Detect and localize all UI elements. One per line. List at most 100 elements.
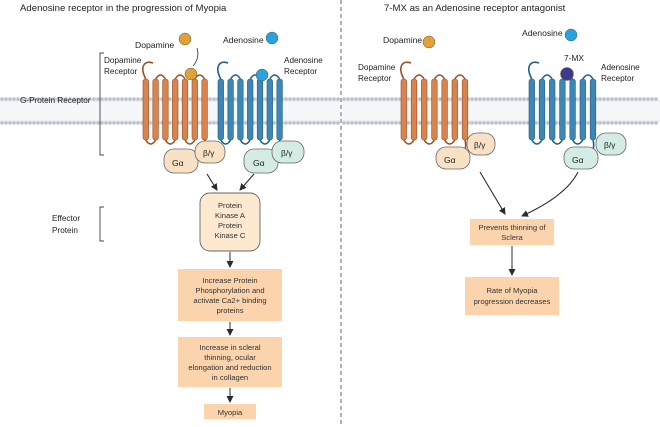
lipid-head <box>244 121 248 125</box>
lipid-head <box>104 97 108 101</box>
lipid-head <box>136 121 140 125</box>
lipid-head <box>0 97 4 101</box>
lipid-head <box>598 121 602 125</box>
right-dopamine-g-protein: Gα β/γ <box>435 132 496 170</box>
lipid-head <box>48 121 52 125</box>
lipid-head <box>522 97 526 101</box>
left-dopamine-label: Dopamine <box>135 40 174 50</box>
myopia-label: Myopia <box>218 408 243 417</box>
lipid-head <box>100 121 104 125</box>
lipid-head <box>346 97 350 101</box>
receptor-helix <box>549 78 556 141</box>
lipid-head <box>514 97 518 101</box>
lipid-head <box>518 97 522 101</box>
effector-box-line2: Kinase A <box>215 211 246 220</box>
lipid-head <box>296 97 300 101</box>
right-adenosine-receptor-label-line1: Adenosine <box>601 63 640 72</box>
receptor-extracellular-loop <box>174 74 186 80</box>
lipid-head <box>84 121 88 125</box>
lipid-head <box>28 97 32 101</box>
lipid-head <box>494 121 498 125</box>
arrow-adenosine-to-effector <box>239 173 255 191</box>
receptor-helix <box>461 78 469 141</box>
lipid-head <box>370 97 374 101</box>
left-step2-line1: Increase in scleral <box>199 343 261 352</box>
lipid-head <box>128 121 132 125</box>
lipid-head <box>418 97 422 101</box>
lipid-head <box>28 121 32 125</box>
receptor-helix <box>410 78 418 141</box>
lipid-head <box>288 121 292 125</box>
lipid-head <box>44 97 48 101</box>
receptor-intracellular-loop <box>571 139 584 145</box>
lipid-head <box>52 121 56 125</box>
lipid-head <box>88 97 92 101</box>
right-step2-box <box>465 277 559 315</box>
lipid-head <box>470 121 474 125</box>
right-dopamine-g-alpha-subunit <box>435 146 471 170</box>
receptor-n-terminus <box>528 61 540 80</box>
lipid-head <box>602 97 606 101</box>
receptor-helix <box>256 78 264 141</box>
receptor-helix <box>528 78 535 141</box>
right-adenosine-ligand <box>564 28 578 42</box>
lipid-head <box>20 97 24 101</box>
lipid-head <box>76 97 80 101</box>
right-adenosine-g-protein: Gα β/γ <box>563 132 627 170</box>
lipid-head <box>80 121 84 125</box>
lipid-head <box>566 97 570 101</box>
right-dopamine-g-beta-gamma-label: β/γ <box>474 140 486 150</box>
lipid-head <box>108 97 112 101</box>
lipid-head <box>646 121 650 125</box>
receptor-helix <box>559 78 566 141</box>
effector-protein-box <box>199 192 261 252</box>
lipid-head <box>316 97 320 101</box>
lipid-head <box>458 121 462 125</box>
effector-label-line1: Effector <box>52 214 80 223</box>
left-adenosine-label: Adenosine <box>223 35 264 45</box>
right-step1-line1: Prevents thinning of <box>478 223 546 232</box>
membrane-core <box>342 99 660 123</box>
lipid-head <box>96 121 100 125</box>
lipid-head <box>312 97 316 101</box>
lipid-head <box>614 121 618 125</box>
receptor-extracellular-loop <box>433 74 446 80</box>
lipid-head <box>374 97 378 101</box>
left-adenosine-g-beta-gamma-subunit <box>271 140 305 164</box>
left-adenosine-ligand <box>265 31 279 45</box>
lipid-head <box>378 97 382 101</box>
right-adenosine-g-beta-gamma-subunit <box>595 132 627 156</box>
lipid-head <box>76 121 80 125</box>
lipid-head <box>12 121 16 125</box>
left-step1-line4: proteins <box>216 306 243 315</box>
right-adenosine-g-beta-gamma-label: β/γ <box>604 140 616 150</box>
receptor-extracellular-loop <box>541 74 553 80</box>
lipid-head <box>638 97 642 101</box>
receptor-helix <box>181 78 189 141</box>
receptor-extracellular-loop <box>269 74 281 80</box>
lipid-head <box>148 97 152 101</box>
receptor-n-terminus <box>217 61 229 80</box>
lipid-head <box>312 121 316 125</box>
myopia-box <box>204 404 256 419</box>
lipid-head <box>586 97 590 101</box>
lipid-head <box>212 97 216 101</box>
lipid-head <box>638 121 642 125</box>
receptor-helix <box>569 78 576 141</box>
lipid-head <box>136 97 140 101</box>
receptor-helix <box>451 78 458 141</box>
left-dopamine-binding-pointer <box>192 47 199 67</box>
lipid-head <box>132 121 136 125</box>
lipid-head <box>634 97 638 101</box>
lipid-head <box>64 97 68 101</box>
lipid-head <box>634 121 638 125</box>
lipid-head <box>324 97 328 101</box>
left-step2-line4: in collagen <box>212 373 248 382</box>
lipid-head <box>358 121 362 125</box>
receptor-helix <box>172 78 179 141</box>
lipid-head <box>332 97 336 101</box>
lipid-head <box>498 97 502 101</box>
lipid-head <box>534 97 538 101</box>
effector-box-line3: Protein <box>218 221 242 230</box>
lipid-head <box>224 121 228 125</box>
